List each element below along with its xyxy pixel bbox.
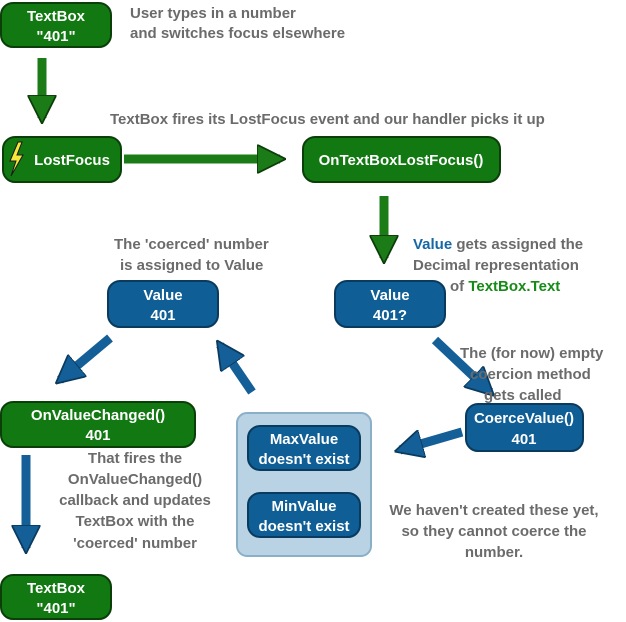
svg-text:401: 401	[150, 307, 175, 324]
svg-text:Value gets assigned the: Value gets assigned the	[413, 236, 583, 253]
svg-text:coercion method: coercion method	[470, 366, 591, 383]
caption-coerced-assigned: The 'coerced' number is assigned to Valu…	[114, 236, 269, 274]
svg-text:and switches focus elsewhere: and switches focus elsewhere	[130, 25, 345, 42]
svg-text:MinValue: MinValue	[271, 498, 336, 515]
svg-text:of TextBox.Text: of TextBox.Text	[450, 278, 560, 295]
svg-text:CoerceValue(): CoerceValue()	[474, 410, 574, 427]
svg-text:callback and updates: callback and updates	[59, 492, 211, 509]
svg-text:OnTextBoxLostFocus(): OnTextBoxLostFocus()	[319, 152, 484, 169]
value-final-node: Value 401	[107, 280, 219, 328]
svg-text:401: 401	[85, 427, 110, 444]
svg-text:User types in a number: User types in a number	[130, 5, 296, 22]
svg-text:OnValueChanged(): OnValueChanged()	[68, 471, 202, 488]
svg-text:"401": "401"	[36, 28, 75, 45]
lostfocus-node: LostFocus	[2, 136, 122, 183]
svg-text:TextBox: TextBox	[27, 8, 86, 25]
caption-not-created: We haven't created these yet, so they ca…	[389, 502, 598, 561]
caption-callback-fired: That fires the OnValueChanged() callback…	[59, 450, 211, 552]
textbox-node-bottom: TextBox "401"	[0, 574, 112, 620]
onvaluechanged-node: OnValueChanged() 401	[0, 401, 196, 448]
svg-text:MaxValue: MaxValue	[270, 431, 338, 448]
svg-text:"401": "401"	[36, 600, 75, 617]
svg-text:Decimal representation: Decimal representation	[413, 257, 579, 274]
caption-coercion-called: The (for now) empty coercion method gets…	[460, 345, 604, 404]
svg-text:The (for now) empty: The (for now) empty	[460, 345, 604, 362]
svg-text:The 'coerced' number: The 'coerced' number	[114, 236, 269, 253]
textbox-node-top: TextBox "401"	[0, 2, 112, 48]
svg-text:TextBox: TextBox	[27, 580, 86, 597]
svg-text:Value: Value	[143, 287, 182, 304]
arrow-limits-to-value	[220, 345, 256, 395]
svg-text:doesn't exist: doesn't exist	[258, 518, 349, 535]
arrow-value-to-changed	[60, 334, 113, 380]
svg-text:LostFocus: LostFocus	[34, 152, 110, 169]
handler-node: OnTextBoxLostFocus()	[302, 136, 501, 183]
svg-text:doesn't exist: doesn't exist	[258, 451, 349, 468]
coerce-node: CoerceValue() 401	[465, 403, 584, 452]
arrow-value-to-coerce	[431, 336, 490, 392]
minvalue-node: MinValue doesn't exist	[247, 492, 361, 538]
caption-user-input: User types in a number and switches focu…	[130, 5, 345, 42]
svg-text:Value: Value	[370, 287, 409, 304]
svg-text:OnValueChanged(): OnValueChanged()	[31, 407, 165, 424]
svg-text:That fires the: That fires the	[88, 450, 182, 467]
highlight-value: Value	[413, 236, 452, 253]
svg-text:so they cannot coerce the: so they cannot coerce the	[401, 523, 586, 540]
svg-text:We haven't created these yet,: We haven't created these yet,	[389, 502, 598, 519]
caption-lostfocus-fired: TextBox fires its LostFocus event and ou…	[110, 111, 545, 128]
caption-value-assigned: Value gets assigned the Decimal represen…	[413, 236, 583, 295]
arrow-coerce-to-limits	[400, 427, 464, 450]
svg-text:'coerced' number: 'coerced' number	[73, 535, 197, 552]
value-pending-node: Value 401?	[334, 280, 446, 328]
svg-text:401?: 401?	[373, 307, 407, 324]
svg-text:401: 401	[511, 431, 536, 448]
svg-text:is assigned to Value: is assigned to Value	[120, 257, 263, 274]
svg-text:number.: number.	[465, 544, 523, 561]
maxvalue-node: MaxValue doesn't exist	[247, 425, 361, 471]
svg-text:TextBox with the: TextBox with the	[76, 513, 195, 530]
highlight-textbox-text: TextBox.Text	[468, 278, 560, 295]
svg-text:gets called: gets called	[484, 387, 562, 404]
lightning-bolt-icon	[9, 141, 24, 177]
